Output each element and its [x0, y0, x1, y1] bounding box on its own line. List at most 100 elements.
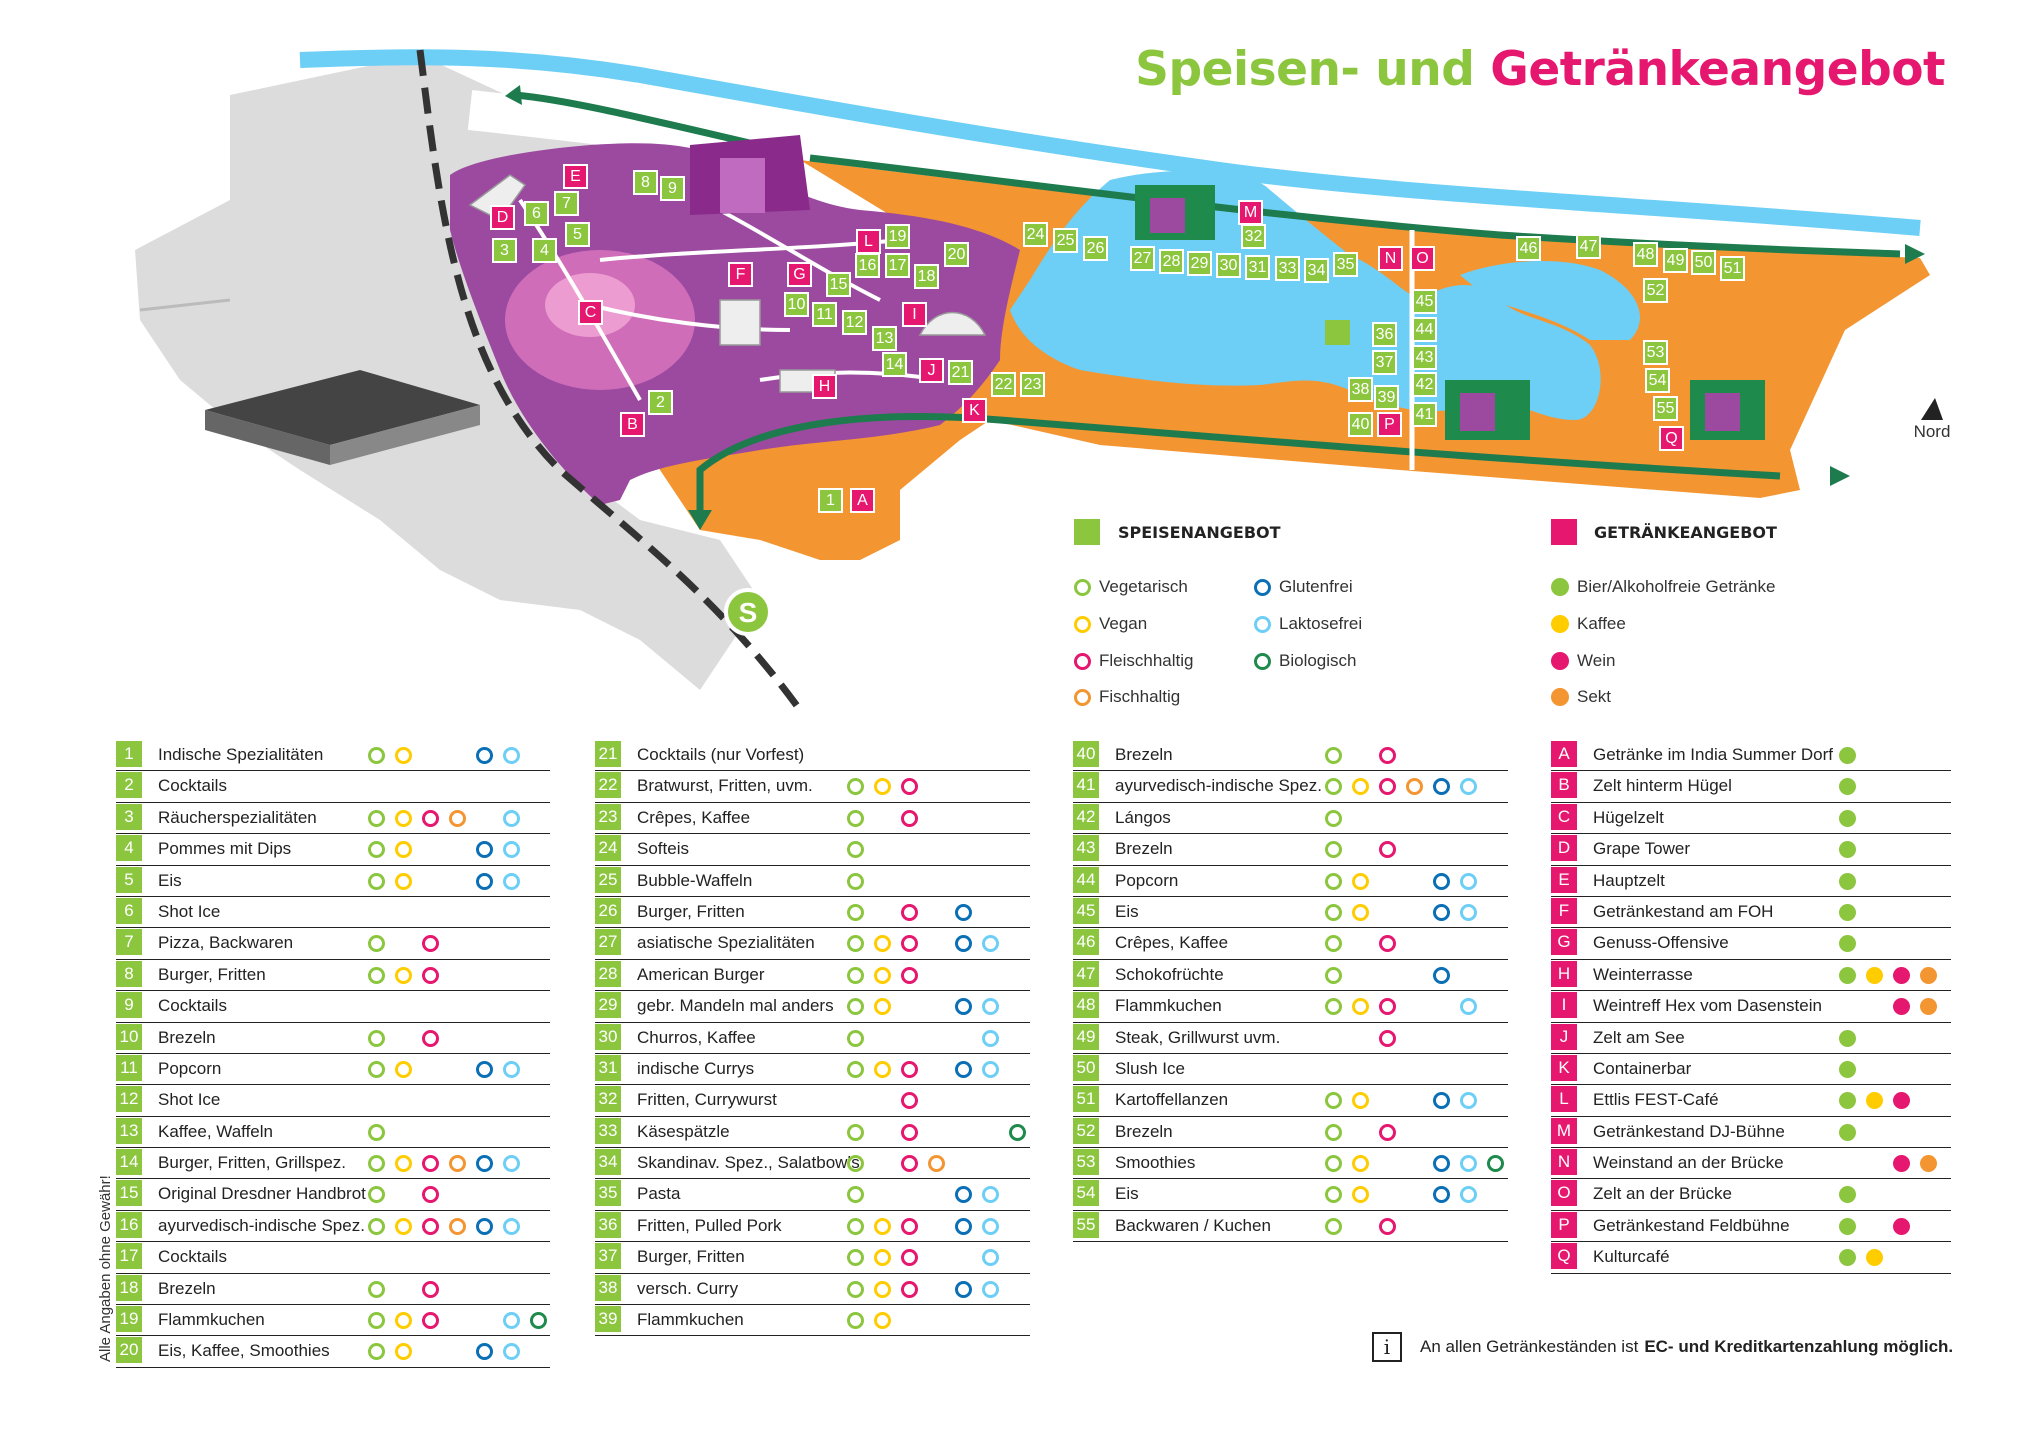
food-marker[interactable]: 31 [1245, 255, 1270, 280]
food-marker[interactable]: 21 [948, 360, 973, 385]
drink-marker[interactable]: K [962, 398, 987, 423]
stand-name: Genuss-Offensive [1593, 933, 1729, 953]
veg-ring-icon [368, 809, 385, 827]
food-marker[interactable]: 46 [1516, 236, 1541, 261]
food-marker[interactable]: 47 [1576, 234, 1601, 259]
food-marker[interactable]: 19 [885, 224, 910, 249]
meat-ring-icon [1379, 1029, 1396, 1047]
food-marker[interactable]: 33 [1275, 256, 1300, 281]
wine-dot-icon [1893, 1092, 1910, 1110]
food-marker[interactable]: 2 [648, 390, 673, 415]
food-marker[interactable]: 6 [524, 201, 549, 226]
drink-marker[interactable]: Q [1659, 426, 1684, 451]
drink-marker[interactable]: D [490, 205, 515, 230]
food-marker[interactable]: 13 [872, 326, 897, 351]
stand-number-badge: 35 [595, 1180, 621, 1207]
stand-number-badge: 12 [116, 1086, 142, 1113]
drink-marker[interactable]: L [856, 229, 881, 254]
food-marker[interactable]: 54 [1645, 368, 1670, 393]
food-marker[interactable]: 35 [1333, 252, 1358, 277]
meat-ring-icon [901, 1155, 918, 1173]
food-marker[interactable]: 39 [1374, 385, 1399, 410]
food-marker[interactable]: 29 [1187, 251, 1212, 276]
drink-marker[interactable]: E [563, 164, 588, 189]
meat-ring-icon [901, 809, 918, 827]
lf-ring-icon [503, 1155, 520, 1173]
food-marker[interactable]: 7 [554, 191, 579, 216]
food-marker[interactable]: 52 [1643, 278, 1668, 303]
food-marker[interactable]: 16 [855, 253, 880, 278]
bio-ring-icon [1487, 1155, 1504, 1173]
drink-marker[interactable]: A [850, 488, 875, 513]
food-marker[interactable]: 25 [1053, 228, 1078, 253]
food-marker[interactable]: 27 [1130, 246, 1155, 271]
food-marker[interactable]: 17 [885, 253, 910, 278]
food-marker[interactable]: 26 [1083, 236, 1108, 261]
food-marker[interactable]: 37 [1372, 350, 1397, 375]
food-marker[interactable]: 12 [842, 310, 867, 335]
food-marker[interactable]: 50 [1691, 250, 1716, 275]
food-marker[interactable]: 34 [1304, 258, 1329, 283]
food-marker[interactable]: 32 [1241, 224, 1266, 249]
drink-marker[interactable]: P [1377, 412, 1402, 437]
vegan-ring-icon [395, 1312, 412, 1330]
food-marker[interactable]: 23 [1020, 372, 1045, 397]
food-marker[interactable]: 11 [812, 302, 837, 327]
drink-marker[interactable]: O [1410, 246, 1435, 271]
legend-ring-icon [1254, 652, 1271, 670]
food-marker[interactable]: 10 [784, 292, 809, 317]
food-marker[interactable]: 49 [1663, 248, 1688, 273]
veg-ring-icon [1325, 903, 1342, 921]
food-marker[interactable]: 18 [914, 264, 939, 289]
food-marker[interactable]: 20 [944, 242, 969, 267]
food-marker[interactable]: 4 [532, 238, 557, 263]
drink-marker[interactable]: J [919, 358, 944, 383]
food-marker[interactable]: 42 [1412, 372, 1437, 397]
food-marker[interactable]: 51 [1720, 256, 1745, 281]
food-marker[interactable]: 48 [1633, 242, 1658, 267]
stand-number-badge: 36 [595, 1211, 621, 1238]
food-marker[interactable]: 9 [660, 176, 685, 201]
food-marker[interactable]: 14 [882, 352, 907, 377]
food-marker[interactable]: 55 [1653, 396, 1678, 421]
drink-marker[interactable]: I [902, 302, 927, 327]
drink-marker[interactable]: C [578, 300, 603, 325]
stand-name: Shot Ice [158, 1090, 221, 1110]
food-marker[interactable]: 22 [991, 372, 1016, 397]
legend-dot-icon [1551, 652, 1569, 670]
food-marker[interactable]: 30 [1216, 253, 1241, 278]
food-marker[interactable]: 36 [1372, 322, 1397, 347]
drink-marker[interactable]: M [1238, 200, 1263, 225]
food-marker[interactable]: 1 [818, 488, 843, 513]
food-marker[interactable]: 38 [1348, 377, 1373, 402]
drink-marker[interactable]: F [728, 262, 753, 287]
lake-east [1460, 260, 1640, 340]
drink-marker[interactable]: B [620, 412, 645, 437]
meat-ring-icon [422, 1155, 439, 1173]
food-marker[interactable]: 40 [1348, 412, 1373, 437]
food-marker[interactable]: 5 [565, 222, 590, 247]
food-marker[interactable]: 43 [1412, 345, 1437, 370]
stage-green-2 [1445, 380, 1530, 440]
food-marker[interactable]: 8 [633, 170, 658, 195]
drink-marker[interactable]: N [1378, 246, 1403, 271]
food-marker[interactable]: 44 [1412, 317, 1437, 342]
food-marker[interactable]: 28 [1159, 249, 1184, 274]
drink-marker[interactable]: G [787, 262, 812, 287]
stand-name: Fritten, Pulled Pork [637, 1215, 782, 1235]
food-marker[interactable]: 41 [1412, 402, 1437, 427]
stand-number-badge: 16 [116, 1211, 142, 1238]
food-marker[interactable]: 3 [492, 238, 517, 263]
drink-marker[interactable]: H [812, 374, 837, 399]
food-marker[interactable]: 15 [826, 272, 851, 297]
food-marker[interactable]: 24 [1023, 222, 1048, 247]
food-marker[interactable]: 53 [1643, 340, 1668, 365]
stand-name: Brezeln [158, 1027, 216, 1047]
food-marker[interactable]: 45 [1412, 289, 1437, 314]
